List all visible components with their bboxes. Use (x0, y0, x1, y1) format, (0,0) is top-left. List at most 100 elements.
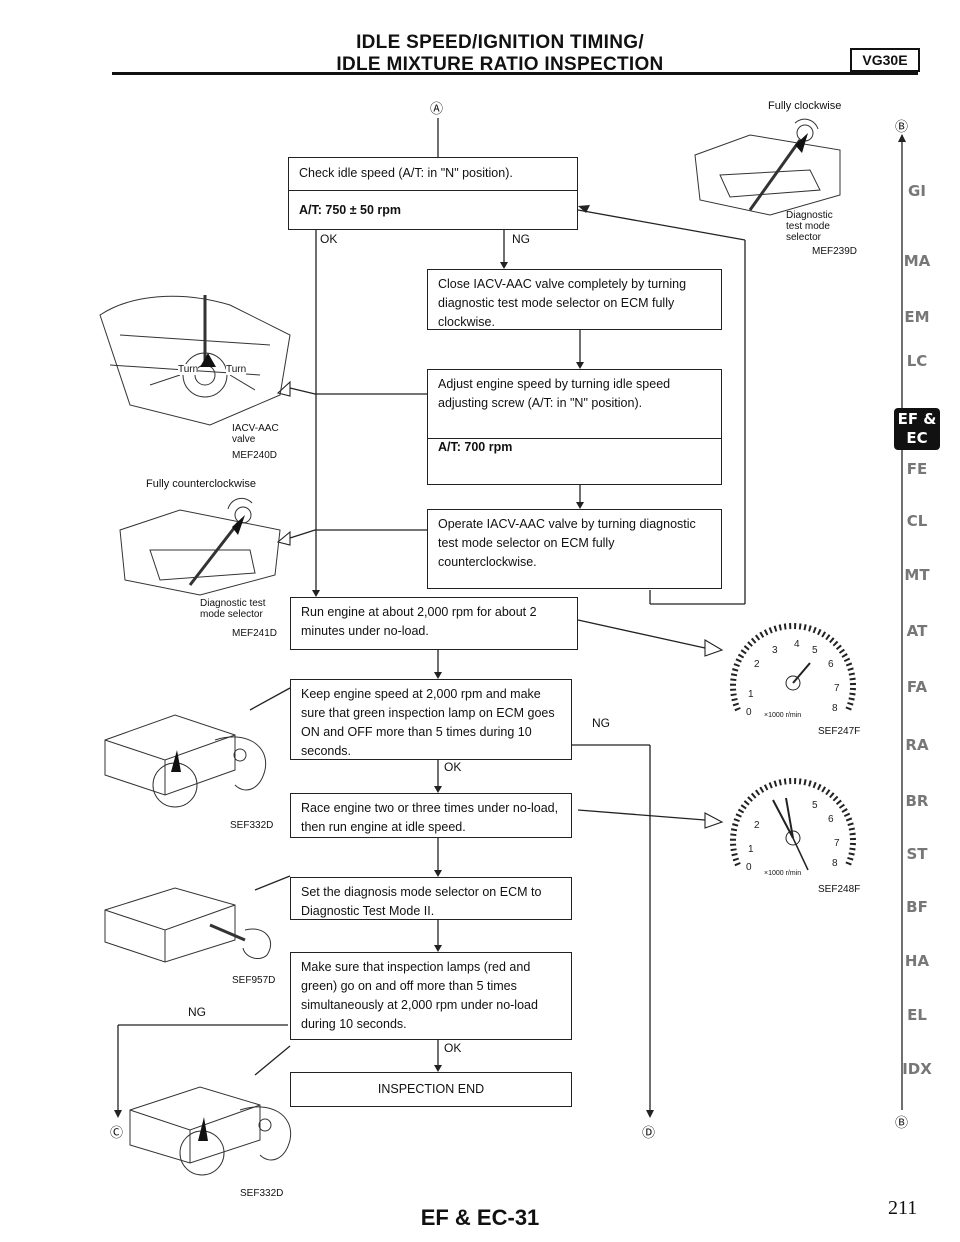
section-tab-em[interactable]: EM (904, 308, 930, 326)
ecm-selector-cw-illustration (694, 118, 841, 216)
section-tab-label: EC (906, 429, 928, 447)
svg-text:0: 0 (746, 707, 752, 718)
adjust-speed-text: Adjust engine speed by turning idle spee… (438, 377, 671, 410)
adjust-speed-spec: A/T: 700 rpm (438, 440, 513, 454)
section-tab-ef-ec[interactable]: EF &EC (894, 408, 940, 450)
section-tab-gi[interactable]: GI (908, 182, 926, 200)
divider (428, 438, 721, 439)
diag2-label-line: mode selector (200, 609, 263, 620)
section-tab-br[interactable]: BR (905, 792, 929, 810)
page-title-line-2: IDLE MIXTURE RATIO INSPECTION (336, 54, 664, 75)
make-sure-text: Make sure that inspection lamps (red and… (301, 960, 538, 1031)
iacv-label-line: valve (232, 434, 256, 445)
section-tab-cl[interactable]: CL (906, 512, 928, 530)
step-inspection-end: INSPECTION END (290, 1072, 572, 1107)
section-tab-ha[interactable]: HA (904, 952, 930, 970)
fig-fully-ccw-label: Fully counterclockwise (146, 478, 257, 490)
svg-text:8: 8 (832, 703, 838, 714)
tach-unit-2: ×1000 r/min (764, 870, 802, 877)
svg-text:2: 2 (754, 820, 760, 831)
step-run-engine: Run engine at about 2,000 rpm for about … (290, 597, 578, 650)
diag2-label-line: Diagnostic test (200, 598, 266, 609)
page-title-line-1: IDLE SPEED/IGNITION TIMING/ (356, 32, 644, 53)
branch-ng-3: NG (188, 1005, 206, 1019)
branch-ng-2: NG (592, 716, 610, 730)
keep-speed-text: Keep engine speed at 2,000 rpm and make … (301, 687, 555, 758)
fig-code-mef240d: MEF240D (232, 450, 278, 461)
svg-text:4: 4 (794, 639, 800, 650)
step-operate-iacv: Operate IACV-AAC valve by turning diagno… (427, 509, 722, 589)
section-tab-at[interactable]: AT (906, 622, 928, 640)
step-keep-speed: Keep engine speed at 2,000 rpm and make … (290, 679, 572, 760)
ecm-lamp-check-illustration-2 (129, 1086, 292, 1176)
ecm-mode-set-illustration (104, 887, 272, 963)
section-tab-label: EF & (897, 410, 937, 428)
header-rule (112, 72, 918, 75)
step-adjust-speed: Adjust engine speed by turning idle spee… (427, 369, 722, 485)
section-tab-el[interactable]: EL (907, 1006, 927, 1024)
model-badge: VG30E (850, 48, 920, 72)
inspection-end-text: INSPECTION END (377, 1082, 485, 1096)
race-engine-text: Race engine two or three times under no-… (301, 801, 559, 834)
svg-text:7: 7 (834, 838, 840, 849)
connector-a: Ⓐ (430, 101, 444, 116)
svg-text:8: 8 (832, 858, 838, 869)
section-tab-fa[interactable]: FA (906, 678, 928, 696)
diag-label-line: selector (786, 232, 822, 243)
svg-text:7: 7 (834, 683, 840, 694)
fig-code-mef241d: MEF241D (232, 628, 278, 639)
svg-text:1: 1 (748, 689, 754, 700)
step-make-sure: Make sure that inspection lamps (red and… (290, 952, 572, 1040)
fig-turn-right: Turn (226, 364, 247, 375)
fig-code-sef248f: SEF248F (818, 884, 861, 895)
fig-code-sef332d-2: SEF332D (240, 1188, 284, 1199)
divider (289, 190, 577, 191)
page-number: 211 (888, 1197, 918, 1219)
ecm-lamp-check-illustration-1 (104, 714, 267, 808)
svg-text:5: 5 (812, 645, 818, 656)
svg-text:3: 3 (772, 645, 778, 656)
section-tab-mt[interactable]: MT (904, 566, 930, 584)
svg-text:0: 0 (746, 862, 752, 873)
step-close-iacv: Close IACV-AAC valve completely by turni… (427, 269, 722, 330)
branch-ok-1: OK (320, 232, 338, 246)
svg-text:6: 6 (828, 659, 834, 670)
fig-code-mef239d: MEF239D (812, 246, 858, 257)
operate-iacv-text: Operate IACV-AAC valve by turning diagno… (438, 517, 696, 569)
branch-ok-2: OK (444, 760, 462, 774)
diag-label-line: test mode (786, 221, 830, 232)
branch-ng-1: NG (512, 232, 530, 246)
fig-code-sef332d-1: SEF332D (230, 820, 274, 831)
tachometer-icon-1: 1 0 2 3 4 5 6 7 8 (730, 623, 856, 718)
connector-d: Ⓓ (642, 1125, 656, 1140)
step-race-engine: Race engine two or three times under no-… (290, 793, 572, 838)
section-tab-st[interactable]: ST (906, 845, 928, 863)
fig-code-sef247f: SEF247F (818, 726, 861, 737)
fig-diag-selector-label: Diagnostic test mode selector (786, 210, 833, 243)
section-tab-ma[interactable]: MA (903, 252, 931, 270)
section-tab-ra[interactable]: RA (905, 736, 929, 754)
iacv-aac-valve-illustration (99, 295, 291, 426)
branch-ok-3: OK (444, 1041, 462, 1055)
check-idle-text: Check idle speed (A/T: in "N" position). (299, 166, 513, 180)
run-engine-text: Run engine at about 2,000 rpm for about … (301, 605, 537, 638)
step-check-idle: Check idle speed (A/T: in "N" position).… (288, 157, 578, 230)
connector-c: Ⓒ (110, 1125, 124, 1140)
fig-iacv-label: IACV-AAC valve (232, 423, 279, 445)
fig-code-sef957d: SEF957D (232, 975, 276, 986)
section-tab-fe[interactable]: FE (906, 460, 928, 478)
tach-unit-1: ×1000 r/min (764, 712, 802, 719)
section-tab-lc[interactable]: LC (906, 352, 928, 370)
svg-text:1: 1 (748, 844, 754, 855)
svg-text:5: 5 (812, 800, 818, 811)
step-set-mode: Set the diagnosis mode selector on ECM t… (290, 877, 572, 920)
fig-turn-left: Turn (178, 364, 199, 375)
section-tab-idx[interactable]: IDX (902, 1060, 932, 1078)
svg-text:2: 2 (754, 659, 760, 670)
set-mode-text: Set the diagnosis mode selector on ECM t… (301, 885, 542, 918)
section-page-label: EF & EC-31 (420, 1205, 540, 1230)
section-tab-bf[interactable]: BF (906, 898, 928, 916)
ecm-selector-ccw-illustration (119, 497, 281, 596)
